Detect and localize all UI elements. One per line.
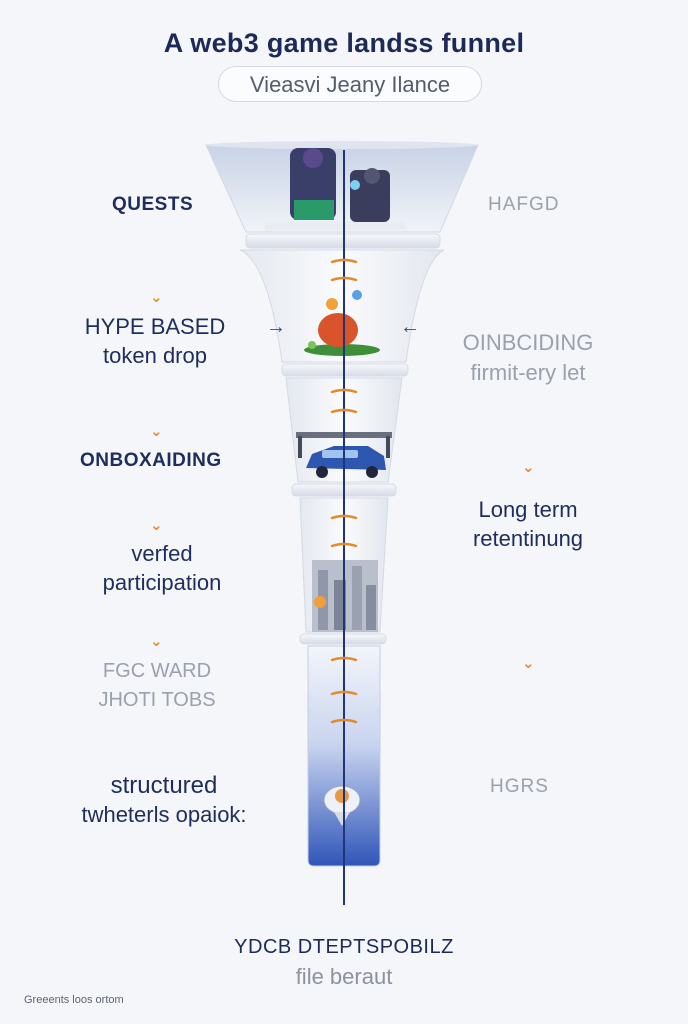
- chevron-down-icon: ⌄: [150, 289, 163, 306]
- left-label-2-line1: HYPE BASED: [84, 314, 226, 339]
- right-label-4: HGRS: [490, 776, 549, 797]
- left-label-6-line1: structured: [110, 772, 218, 799]
- left-label-1: QUESTS: [112, 194, 194, 215]
- right-label-3-line2: retentinung: [472, 526, 584, 551]
- right-label-1: HAFGD: [488, 194, 560, 215]
- left-label-5-line1: FGC WARD: [102, 660, 212, 682]
- subtitle-pill: Vieasvi Jeany Ilance: [218, 66, 482, 102]
- right-label-2-line2: firmit-ery let: [470, 360, 586, 385]
- flow-chevrons: [330, 258, 358, 724]
- right-label-3-line1: Long term: [478, 497, 578, 522]
- left-label-2-line2: token drop: [103, 343, 207, 368]
- right-label-2-line1: OINBCIDING: [462, 330, 594, 355]
- corner-note: Greeents loos ortom: [24, 994, 124, 1006]
- chevron-down-icon: ⌄: [150, 517, 163, 534]
- diagram-title: A web3 game landss funnel: [163, 28, 525, 58]
- left-label-6-line2: twheterls opaiok:: [81, 802, 247, 827]
- chevron-down-icon: ⌄: [150, 633, 163, 650]
- left-label-3: ONBOXAIDING: [80, 450, 222, 471]
- game-characters-illustration: [265, 148, 405, 230]
- astronaut-ship-illustration: [323, 785, 361, 826]
- left-label-4-line2: participation: [102, 570, 222, 595]
- funnel-stage-2: [239, 249, 445, 363]
- chevron-down-icon: ⌄: [522, 655, 535, 672]
- left-label-5-line2: JHOTI TOBS: [98, 689, 216, 711]
- token-bird-illustration: [304, 290, 380, 356]
- chevron-down-icon: ⌄: [150, 423, 163, 440]
- chevron-down-icon: ⌄: [522, 459, 535, 476]
- footer-primary: YDCB DTEPTSPOBILZ: [234, 936, 454, 958]
- funnel-stage-1: [205, 141, 479, 233]
- left-label-4-line1: verfed: [131, 541, 193, 566]
- footer-secondary: file beraut: [295, 964, 393, 989]
- arrow-left-icon: ←: [400, 316, 420, 338]
- arrow-right-icon: →: [266, 316, 286, 338]
